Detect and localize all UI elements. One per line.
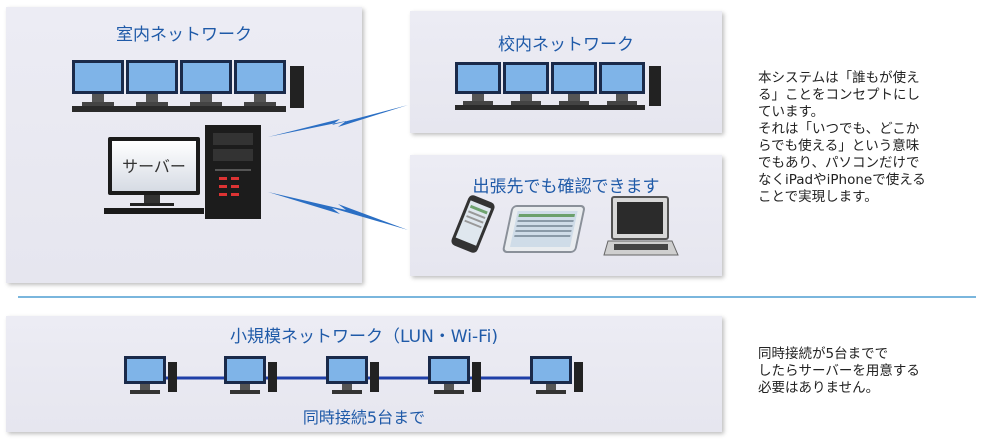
small-network-caption: 同時接続5台まで	[302, 408, 426, 427]
section-divider	[18, 296, 976, 298]
wireless-bolt-icon	[268, 105, 408, 137]
computer-icon	[326, 356, 379, 394]
monitor-icon	[599, 62, 645, 105]
server-stand	[104, 195, 204, 214]
tower-icon	[649, 66, 661, 106]
monitor-icon	[180, 60, 232, 106]
computer-icon	[428, 356, 481, 394]
wireless-bolt-icon	[268, 192, 408, 230]
monitor-icon	[455, 62, 501, 105]
server-screen	[112, 141, 196, 191]
monitor-icon	[126, 60, 178, 106]
monitor-icon	[551, 62, 597, 105]
keyboard-row	[455, 105, 645, 110]
remote-access-title: 出張先でも確認できます	[472, 177, 660, 197]
tablet-icon	[502, 205, 585, 253]
laptop-icon	[603, 196, 679, 256]
small-network-diagram	[124, 356, 583, 394]
indoor-network-title: 室内ネットワーク	[116, 25, 252, 45]
computer-icon	[224, 356, 277, 394]
server-tower-icon	[205, 125, 261, 219]
campus-network-title: 校内ネットワーク	[498, 35, 634, 55]
monitor-icon	[72, 60, 124, 106]
bottom-description: 同時接続が5台までで したらサーバーを用意する 必要はありません。	[758, 346, 920, 396]
indoor-monitor-row	[72, 60, 304, 112]
computer-icon	[530, 356, 583, 394]
smartphone-icon	[451, 195, 495, 253]
small-network-title: 小規模ネットワーク（LUN・Wi-Fi)	[230, 327, 498, 347]
computer-icon	[124, 356, 177, 394]
tower-icon	[290, 66, 304, 108]
server-label: サーバー	[122, 157, 186, 176]
monitor-icon	[503, 62, 549, 105]
top-description: 本システムは「誰もが使え る」ことをコンセプトにし ています。 それは「いつでも…	[758, 70, 926, 205]
keyboard-row	[72, 106, 286, 112]
monitor-icon	[234, 60, 286, 106]
campus-monitor-row	[455, 62, 661, 110]
